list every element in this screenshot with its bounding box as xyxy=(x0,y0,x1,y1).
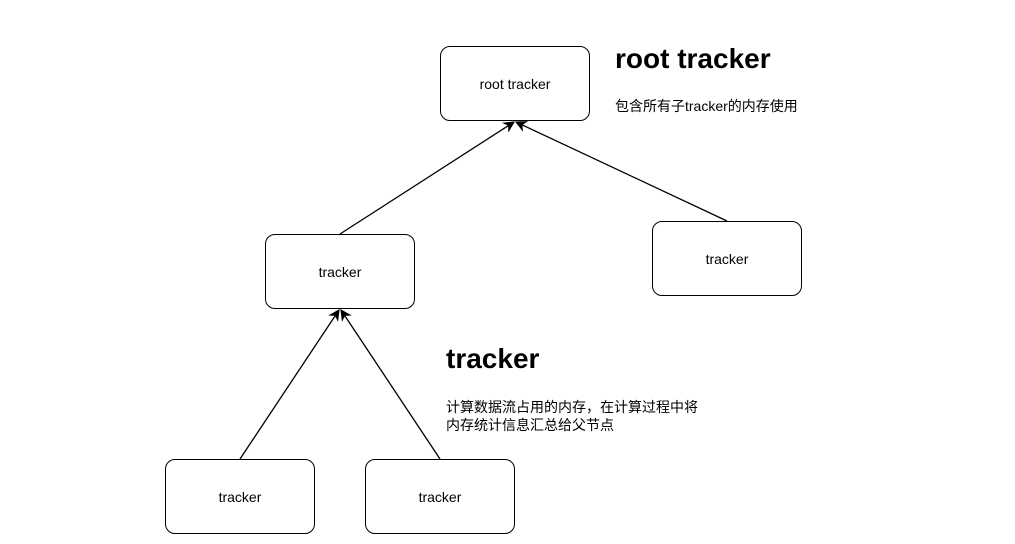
tracker-annotation-description-line1: 计算数据流占用的内存，在计算过程中将 xyxy=(446,399,698,415)
node-label: tracker xyxy=(418,488,462,505)
edge-mid-left-to-root xyxy=(339,121,515,235)
node-label: root tracker xyxy=(479,75,551,92)
node-root-tracker[interactable]: root tracker xyxy=(440,46,590,121)
edge-right-to-root xyxy=(514,121,728,222)
node-mid-left-tracker[interactable]: tracker xyxy=(265,234,415,309)
node-bottom-right-tracker[interactable]: tracker xyxy=(365,459,515,534)
edge-bottom-right-to-mid-left xyxy=(340,309,441,460)
edge-bottom-left-to-mid-left xyxy=(239,309,340,460)
node-right-tracker[interactable]: tracker xyxy=(652,221,802,296)
root-tracker-annotation-description: 包含所有子tracker的内存使用 xyxy=(615,98,798,114)
node-bottom-left-tracker[interactable]: tracker xyxy=(165,459,315,534)
tracker-annotation-description-line2: 内存统计信息汇总给父节点 xyxy=(446,417,614,433)
node-label: tracker xyxy=(218,488,262,505)
node-label: tracker xyxy=(318,263,362,280)
root-tracker-annotation-title: root tracker xyxy=(615,43,771,74)
tracker-annotation-title: tracker xyxy=(446,343,540,374)
node-label: tracker xyxy=(705,250,749,267)
